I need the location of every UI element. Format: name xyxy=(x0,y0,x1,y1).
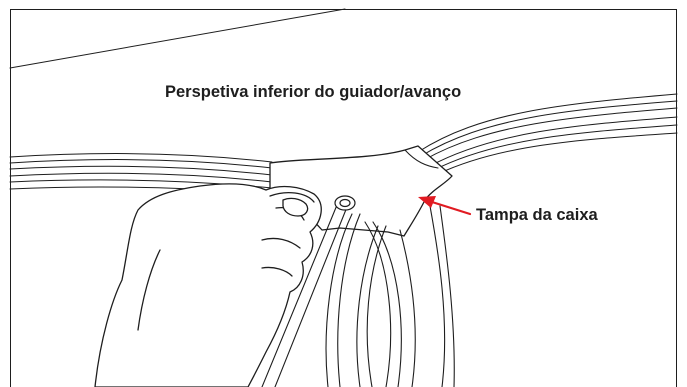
callout-arrow xyxy=(418,196,470,214)
handlebar-top-edge xyxy=(10,9,345,68)
cable-bundle-right xyxy=(418,94,677,174)
callout-label: Tampa da caixa xyxy=(476,206,598,225)
cable-connector xyxy=(335,196,355,210)
view-title: Perspetiva inferior do guiador/avanço xyxy=(165,83,461,102)
